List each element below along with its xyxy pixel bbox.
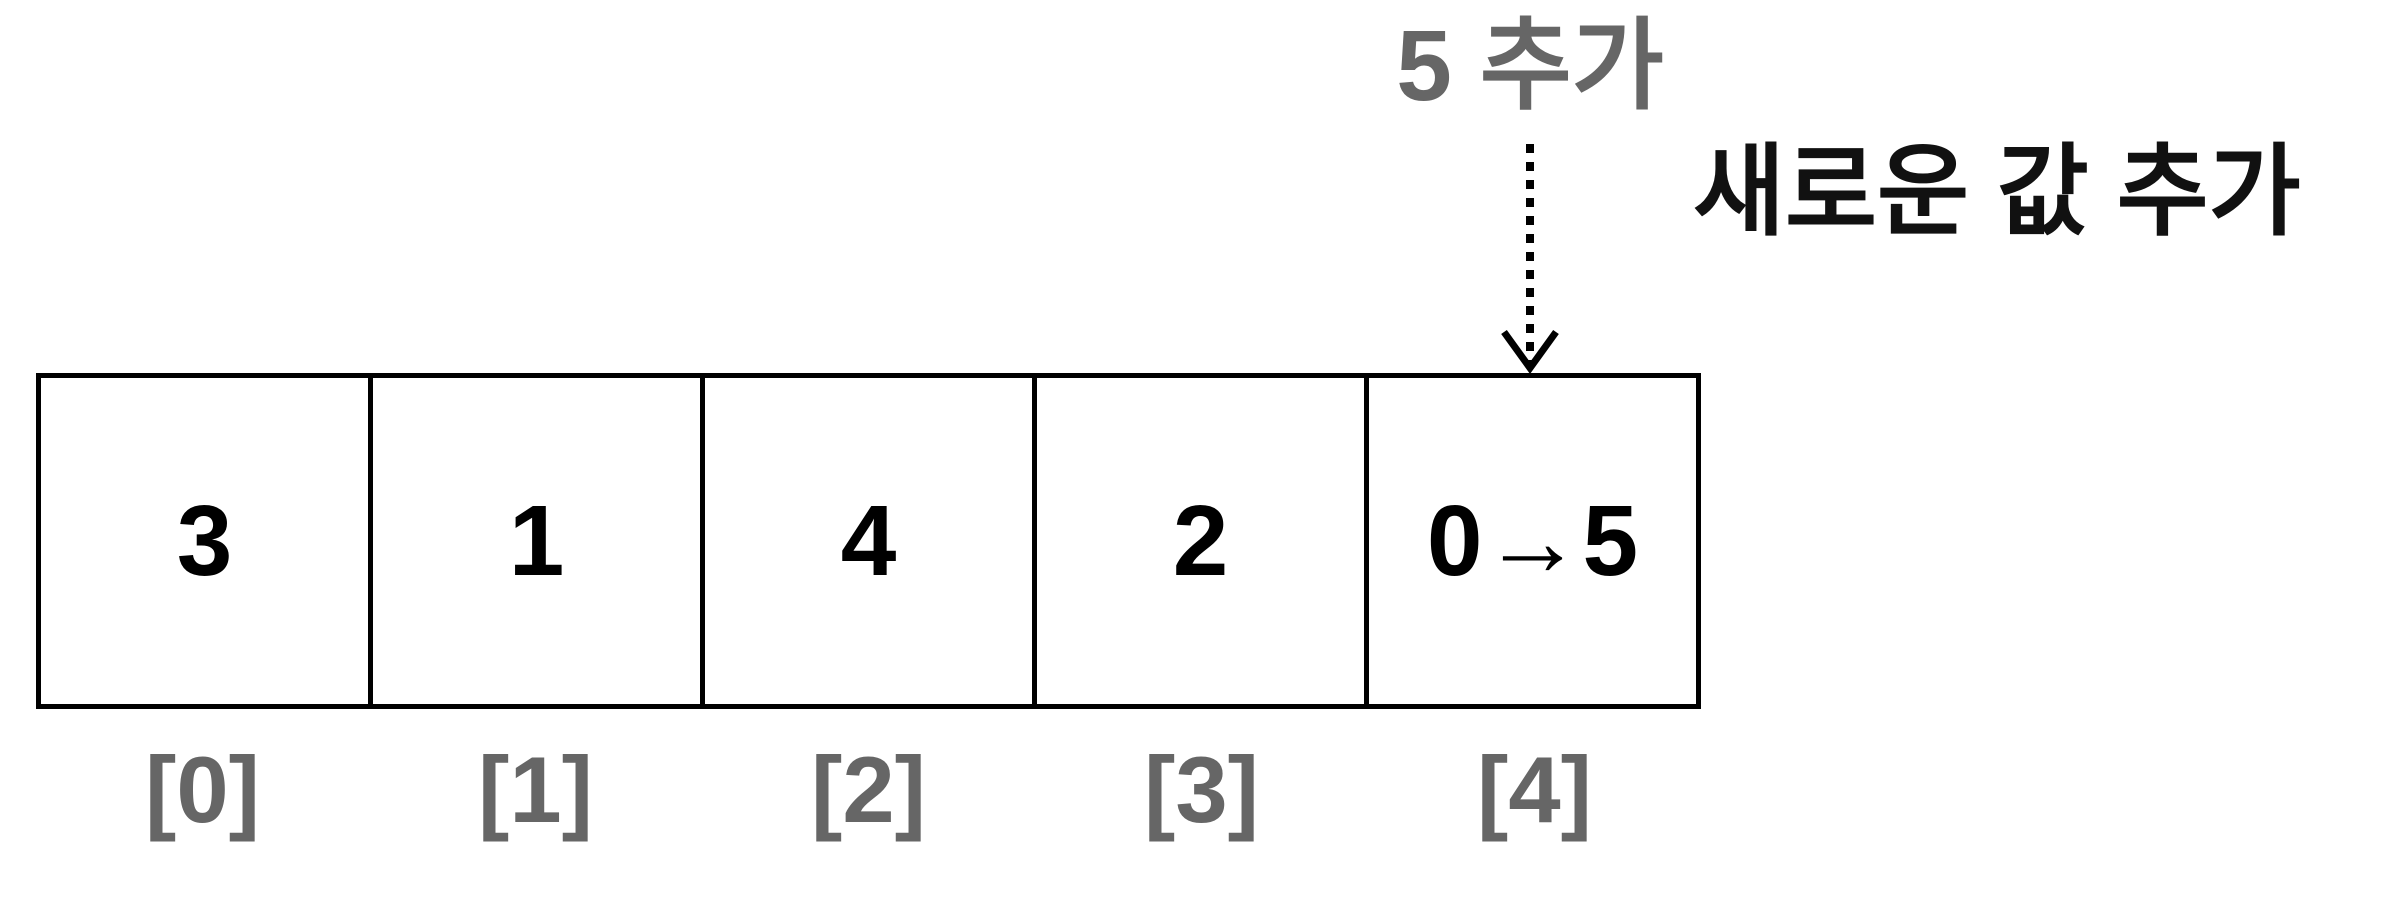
array-indices: [0] [1] [2] [3] [4] [36, 730, 1701, 850]
array-cells: 3 1 4 2 0→5 [36, 373, 1701, 709]
array-cell-0: 3 [36, 373, 368, 709]
array-index-0: [0] [145, 737, 260, 842]
insert-value-label: 5 추가 [1396, 10, 1664, 122]
array-index-2: [2] [811, 737, 926, 842]
array-cell-1: 1 [368, 373, 700, 709]
array-index-4: [4] [1477, 737, 1592, 842]
insert-arrow-icon [1501, 144, 1559, 374]
array-cell-3: 2 [1032, 373, 1364, 709]
array-index-3: [3] [1144, 737, 1259, 842]
insert-arrow-head [1501, 329, 1559, 374]
array-cell-4: 0→5 [1364, 373, 1701, 709]
array-index-1: [1] [478, 737, 593, 842]
description-label: 새로운 값 추가 [1693, 136, 2301, 248]
array-cell-2: 4 [700, 373, 1032, 709]
